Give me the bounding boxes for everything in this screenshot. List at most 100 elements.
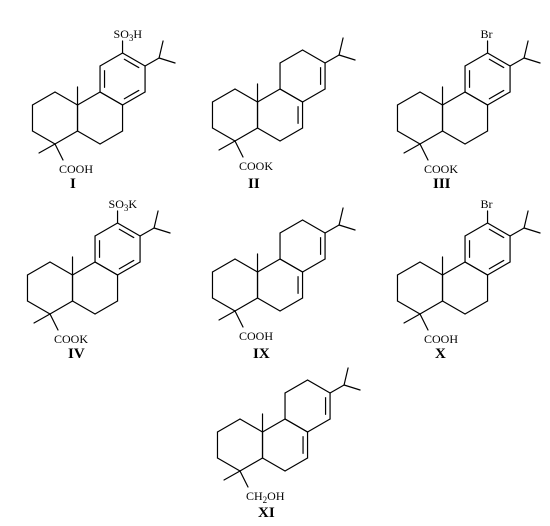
ring-b-bond	[441, 300, 466, 315]
ring-c-bond	[486, 261, 511, 276]
ring-b-bond	[99, 130, 124, 145]
isopropyl-bond	[338, 224, 356, 231]
ring-a-bond	[26, 300, 51, 315]
ring-c-bond	[279, 219, 304, 234]
isopropyl-bond	[324, 54, 340, 64]
molecule-XI: CH2OH	[216, 367, 361, 505]
ring-a-bond	[211, 127, 236, 142]
methyl-bond	[403, 143, 421, 154]
aromatic-bond	[123, 89, 140, 100]
isopropyl-bond	[158, 40, 164, 59]
ring-a-bond	[396, 130, 421, 145]
ring-b-bond	[441, 261, 466, 276]
ring-a-bond	[234, 258, 259, 273]
ring-a-bond	[31, 91, 56, 106]
molecule-label: I	[70, 176, 76, 192]
isopropyl-bond	[324, 224, 340, 234]
substituent-tail: K	[128, 197, 137, 211]
ring-c-bond	[94, 261, 119, 276]
molecule-II: COOK	[211, 37, 356, 173]
ring-b-bond	[261, 418, 286, 433]
ring-b-bond	[71, 300, 96, 315]
ring-b-bond	[464, 300, 489, 315]
ring-b-bond	[76, 91, 101, 106]
isopropyl-bond	[509, 57, 525, 67]
ring-c-bond	[284, 379, 309, 394]
ring-b-bond	[261, 457, 286, 472]
ring-b-bond	[279, 297, 304, 312]
ring-c-bond	[464, 261, 489, 276]
ring-b-bond	[256, 127, 281, 142]
aromatic-bond	[118, 228, 135, 239]
ring-b-bond	[256, 297, 281, 312]
ring-b-bond	[284, 457, 309, 472]
ring-b-bond	[71, 261, 96, 276]
ring-c-bond	[301, 219, 326, 234]
carboxyl-bond	[234, 140, 244, 158]
substituent-tail: H	[133, 27, 142, 41]
ring-a-bond	[211, 88, 236, 103]
carboxyl-label: CH2OH	[246, 489, 285, 505]
ring-a-bond	[419, 261, 444, 276]
ring-a-bond	[31, 130, 56, 145]
methyl-bond	[403, 313, 421, 324]
molecule-label: XI	[258, 505, 275, 521]
carboxyl-bond	[49, 313, 59, 331]
carboxyl-tail: OH	[267, 489, 285, 503]
ring-a-bond	[234, 297, 259, 312]
methyl-bond	[218, 140, 236, 151]
isopropyl-bond	[509, 227, 525, 237]
isopropyl-bond	[153, 227, 171, 234]
methyl-bond	[218, 310, 236, 321]
ring-a-bond	[54, 130, 79, 145]
ring-c-bond	[99, 52, 124, 67]
substituent-label: Br	[481, 27, 493, 41]
ring-a-bond	[26, 261, 51, 276]
carboxyl-label: COOK	[424, 162, 458, 176]
ring-a-bond	[49, 300, 74, 315]
ring-c-bond	[301, 258, 326, 273]
isopropyl-bond	[523, 40, 529, 59]
ring-a-bond	[419, 300, 444, 315]
aromatic-bond	[488, 89, 505, 100]
ring-c-bond	[464, 52, 489, 67]
carboxyl-bond	[419, 313, 429, 331]
ring-c-bond	[486, 222, 511, 237]
methyl-bond	[38, 143, 56, 154]
isopropyl-bond	[338, 54, 356, 61]
ring-c-bond	[486, 52, 511, 67]
carboxyl-label: COOK	[239, 159, 273, 173]
ring-c-bond	[301, 88, 326, 103]
ring-c-bond	[306, 379, 331, 394]
molecule-label: IV	[68, 346, 85, 362]
isopropyl-bond	[144, 57, 160, 67]
ring-a-bond	[396, 261, 421, 276]
carboxyl-label: COOH	[424, 332, 458, 346]
carboxyl-main: CH	[246, 489, 263, 503]
isopropyl-bond	[153, 210, 159, 229]
isopropyl-bond	[343, 367, 349, 386]
ring-c-bond	[279, 258, 304, 273]
ring-c-bond	[279, 49, 304, 64]
aromatic-bond	[118, 259, 135, 270]
isopropyl-bond	[523, 57, 541, 64]
ring-b-bond	[441, 130, 466, 145]
ring-b-bond	[279, 127, 304, 142]
ring-a-bond	[419, 91, 444, 106]
ring-b-bond	[76, 130, 101, 145]
ring-b-bond	[256, 88, 281, 103]
methyl-bond	[223, 470, 241, 481]
ring-a-bond	[234, 88, 259, 103]
carboxyl-bond	[239, 470, 249, 488]
carboxyl-bond	[419, 143, 429, 161]
ring-a-bond	[216, 418, 241, 433]
isopropyl-bond	[338, 207, 344, 226]
isopropyl-bond	[523, 210, 529, 229]
aromatic-bond	[488, 228, 505, 239]
isopropyl-bond	[329, 384, 345, 394]
ring-c-bond	[99, 91, 124, 106]
ring-b-bond	[94, 300, 119, 315]
ring-a-bond	[211, 258, 236, 273]
ring-c-bond	[94, 222, 119, 237]
